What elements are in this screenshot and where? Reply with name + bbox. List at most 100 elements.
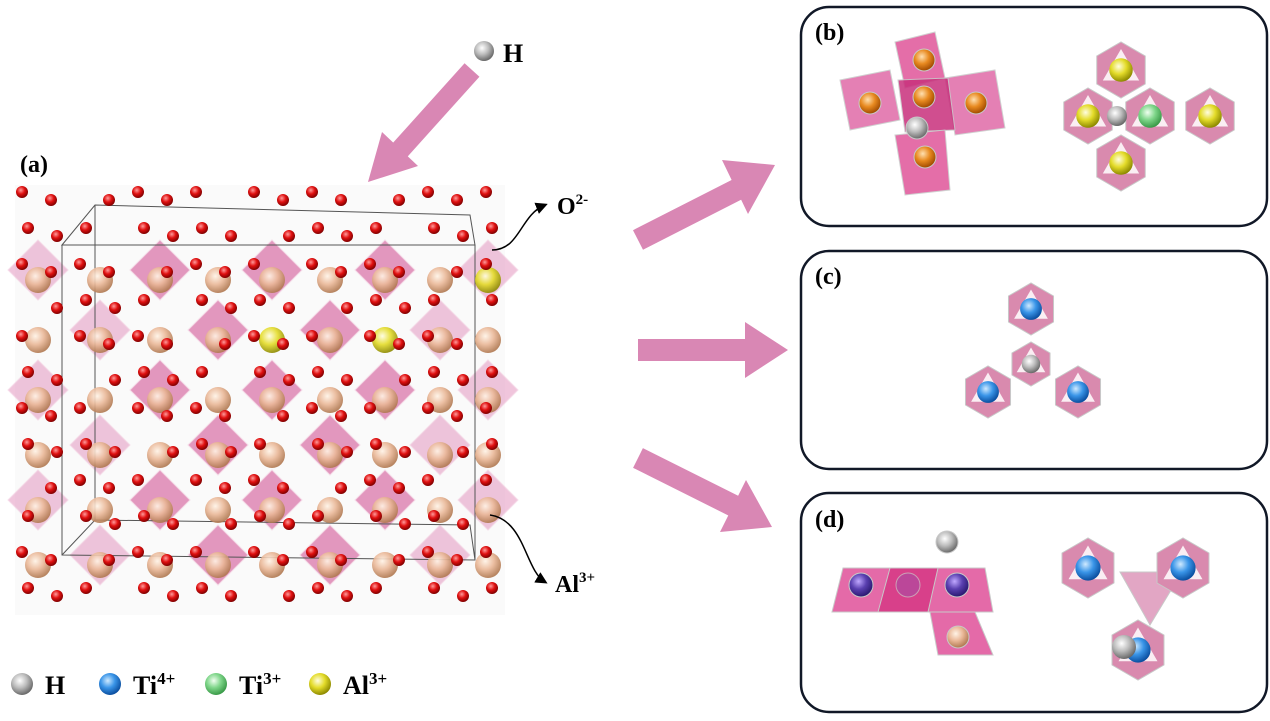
oxygen-ion (283, 230, 295, 242)
ion-sphere (1020, 298, 1042, 320)
oxygen-ion (480, 402, 492, 414)
oxygen-ion (480, 186, 492, 198)
oxygen-ion (428, 582, 440, 594)
ion-sphere (1067, 381, 1089, 403)
legend-item-h: H (11, 671, 65, 700)
oxygen-ion (335, 266, 347, 278)
ion-sphere (1198, 104, 1222, 128)
hydrogen-atom-icon (474, 41, 494, 61)
oxygen-ion (335, 194, 347, 206)
oxygen-ion (103, 194, 115, 206)
ion-sphere (1138, 104, 1162, 128)
oxygen-ion (335, 482, 347, 494)
oxygen-ion (312, 582, 324, 594)
oxygen-ion (196, 222, 208, 234)
oxygen-ion (16, 402, 28, 414)
oxygen-ion (138, 366, 150, 378)
ion-sphere (912, 85, 936, 109)
oxygen-ion (399, 518, 411, 530)
oxygen-ion (161, 266, 173, 278)
aluminum-ion (372, 387, 398, 413)
oxygen-ion (428, 294, 440, 306)
oxygen-ion (422, 546, 434, 558)
aluminum-ion (317, 442, 343, 468)
oxygen-ion (399, 302, 411, 314)
oxygen-ion (480, 474, 492, 486)
oxygen-ion (341, 374, 353, 386)
oxygen-ion (161, 554, 173, 566)
oxygen-ion (196, 294, 208, 306)
oxygen-ion (16, 186, 28, 198)
ion-sphere (1170, 555, 1196, 581)
oxygen-ion (190, 186, 202, 198)
oxygen-ion (45, 194, 57, 206)
legend-item-ti3: Ti3+ (205, 669, 281, 700)
hydrogen-label: H (503, 39, 523, 68)
oxygen-ion (132, 546, 144, 558)
atoms-layer (16, 186, 501, 602)
oxygen-ion (45, 482, 57, 494)
oxygen-ion (306, 330, 318, 342)
aluminum-ion (427, 552, 453, 578)
legend-label: H (45, 671, 65, 700)
oxygen-ion (486, 294, 498, 306)
oxygen-ion (103, 554, 115, 566)
oxygen-ion (109, 374, 121, 386)
oxygen-ion (16, 330, 28, 342)
aluminum-ion (25, 552, 51, 578)
oxygen-ion (103, 482, 115, 494)
oxygen-ion (312, 510, 324, 522)
oxygen-ion (254, 438, 266, 450)
oxygen-ion (370, 438, 382, 450)
oxygen-ion (51, 374, 63, 386)
oxygen-ion (457, 590, 469, 602)
al3-legend-icon (309, 673, 331, 695)
aluminum-ion (87, 497, 113, 523)
hydrogen-sphere (905, 116, 929, 140)
oxygen-ion (22, 582, 34, 594)
oxygen-ion (248, 546, 260, 558)
oxygen-ion (283, 590, 295, 602)
oxygen-ion (370, 582, 382, 594)
aluminum-ion (147, 497, 173, 523)
oxygen-ion (370, 510, 382, 522)
ion-sphere (1021, 354, 1041, 374)
oxygen-ion (219, 410, 231, 422)
oxygen-ion (393, 194, 405, 206)
oxygen-ion (486, 438, 498, 450)
crystal-structure (7, 185, 519, 615)
oxygen-ion (399, 374, 411, 386)
oxygen-ion (428, 510, 440, 522)
ti4-legend-icon (99, 673, 121, 695)
oxygen-ion (393, 554, 405, 566)
oxygen-ion (457, 446, 469, 458)
legend-label: Al3+ (343, 669, 387, 700)
oxygen-ion (45, 554, 57, 566)
oxygen-ion (51, 590, 63, 602)
oxygen-ion (45, 266, 57, 278)
oxygen-ion (225, 518, 237, 530)
oxygen-ion (451, 266, 463, 278)
panel-d-label: (d) (815, 507, 844, 533)
arrow-to-panel-d (633, 448, 772, 532)
hydrogen-sphere (935, 530, 959, 554)
oxygen-ion (277, 338, 289, 350)
legend-item-ti4: Ti4+ (99, 669, 175, 700)
oxygen-ion (190, 474, 202, 486)
oxygen-ion (196, 366, 208, 378)
aluminum-ion (372, 267, 398, 293)
oxygen-ion (277, 554, 289, 566)
legend-label: Ti3+ (239, 669, 281, 700)
oxygen-ion (190, 546, 202, 558)
aluminum-ion (259, 267, 285, 293)
oxygen-ion (457, 230, 469, 242)
panel-d-left-cluster (831, 530, 994, 656)
oxygen-ion (45, 410, 57, 422)
oxygen-ion (451, 338, 463, 350)
oxygen-ion (196, 438, 208, 450)
oxygen-ion (248, 474, 260, 486)
oxygen-ion (80, 582, 92, 594)
ion-sphere (913, 145, 937, 169)
oxygen-ion (335, 410, 347, 422)
aluminum-ion (475, 327, 501, 353)
